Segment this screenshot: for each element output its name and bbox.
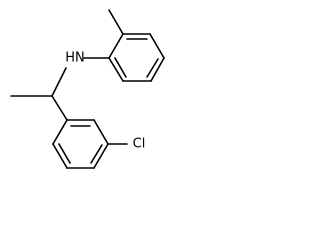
ring-b-bond-6 bbox=[52, 119, 68, 145]
ring-a-bond-3 bbox=[150, 57, 165, 82]
cl-label: Cl bbox=[133, 137, 146, 152]
methyl-bond bbox=[108, 9, 124, 35]
ring-a-double-3 bbox=[114, 57, 127, 78]
nh-label: HN bbox=[65, 51, 85, 66]
ring-a-bond-5 bbox=[108, 57, 124, 82]
toluidine-ring bbox=[108, 33, 165, 82]
ring-b-bond-3 bbox=[93, 143, 109, 169]
ring-b-double-3 bbox=[58, 143, 71, 164]
chemical-structure: HN Cl bbox=[10, 9, 165, 169]
ring-b-bond-5 bbox=[52, 143, 68, 169]
ring-a-bond-6 bbox=[108, 33, 124, 59]
chlorophenyl-ring bbox=[52, 119, 109, 169]
n-ch-bond bbox=[51, 67, 67, 97]
ring-a-bond-2 bbox=[149, 33, 165, 59]
ch-aryl-bond bbox=[51, 95, 68, 121]
ring-b-double-2 bbox=[90, 144, 103, 164]
ring-a-double-2 bbox=[146, 58, 159, 78]
ring-b-bond-2 bbox=[93, 119, 109, 145]
